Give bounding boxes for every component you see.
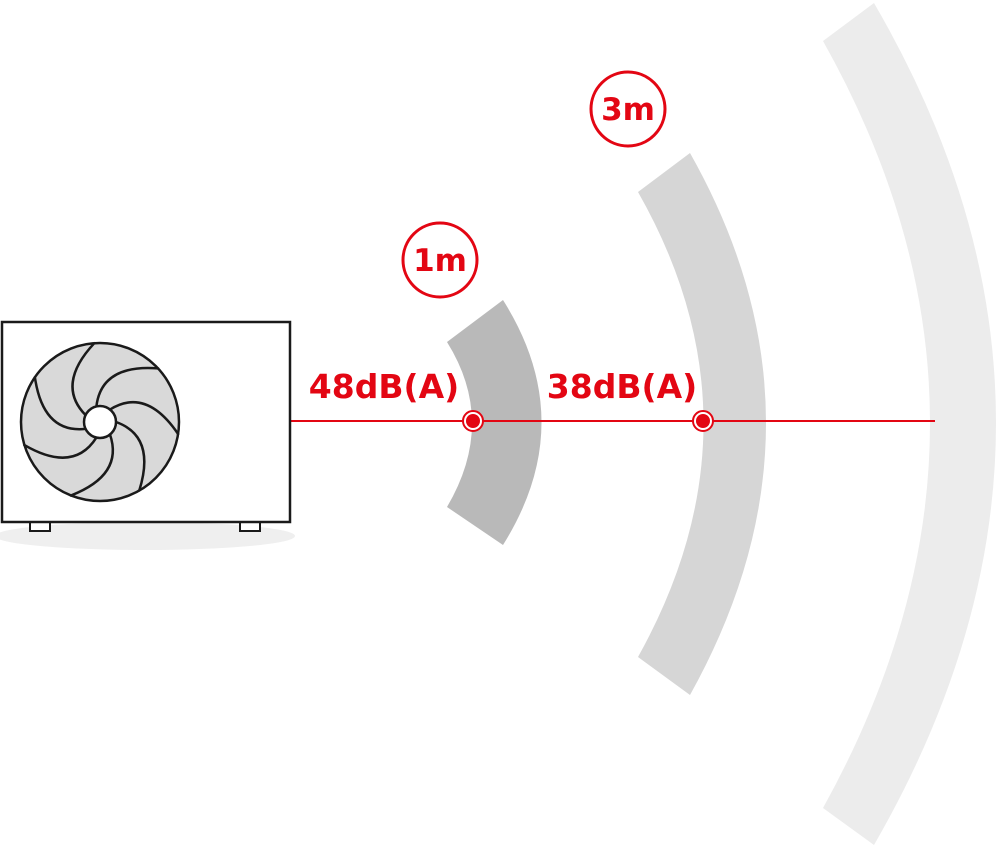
measurement-point-3m-core	[696, 414, 710, 428]
fan-blade	[71, 341, 96, 417]
distance-badge-3m: 3m	[589, 70, 667, 148]
distance-badge-3m-ring	[589, 70, 667, 148]
fan-blade	[95, 366, 160, 408]
fan-icon	[19, 341, 181, 503]
level-label-1m: 48dB(A)	[309, 367, 459, 406]
heat-pump-outdoor-unit-icon	[0, 320, 295, 550]
fan-blade	[108, 401, 180, 436]
fan-blade	[114, 420, 146, 492]
fan-blade	[33, 376, 87, 431]
distance-badge-1m-text: 1m	[413, 243, 467, 279]
fan-blades	[23, 341, 180, 497]
measurement-point-1m-core	[466, 414, 480, 428]
unit-shadow	[0, 522, 295, 550]
sound-wave-far	[823, 3, 996, 845]
fan-hub	[82, 404, 118, 440]
level-label-3m: 38dB(A)	[547, 367, 697, 406]
fan-blade	[23, 436, 98, 459]
distance-badge-1m: 1m	[401, 221, 479, 299]
distance-badge-3m-text: 3m	[601, 92, 655, 128]
sound-wave-mid	[638, 153, 766, 695]
distance-badge-1m-ring	[401, 221, 479, 299]
fan-blade	[69, 433, 115, 497]
sound-wave-near	[447, 300, 542, 545]
